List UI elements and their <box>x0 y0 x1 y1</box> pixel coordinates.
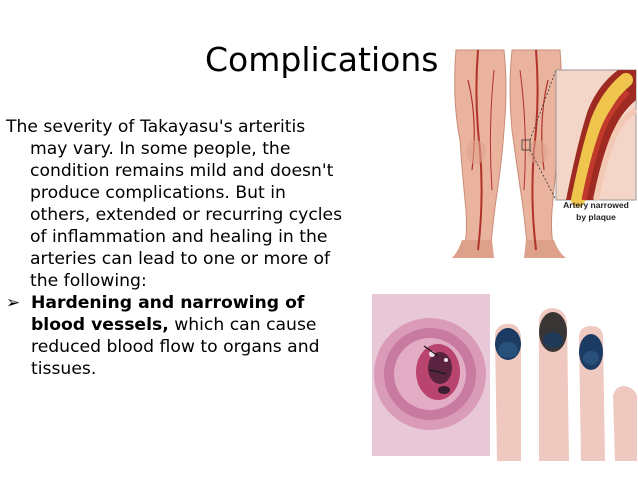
slide-title: Complications <box>205 40 439 79</box>
bullet-item: ➢ Hardening and narrowing of blood vessel… <box>6 292 346 380</box>
fingers-image <box>491 296 638 461</box>
legs-artery-illustration: Artery narrowed by plaque <box>452 49 638 258</box>
bullet-bold-text: Hardening and narrowing of blood vessels… <box>31 293 305 335</box>
legs-image <box>452 49 566 258</box>
artery-inset <box>529 69 638 207</box>
bullet-rest-text: which can cause reduced blood flow to or… <box>31 315 320 379</box>
intro-paragraph: The severity of Takayasu's arteritis may… <box>6 117 343 291</box>
artery-caption-line2: by plaque <box>576 212 616 222</box>
arrow-bullet-icon: ➢ <box>6 293 21 313</box>
artery-caption-line1: Artery narrowed <box>563 200 629 210</box>
slide-body: The severity of Takayasu's arteritis may… <box>6 116 346 380</box>
histology-image <box>372 294 490 456</box>
